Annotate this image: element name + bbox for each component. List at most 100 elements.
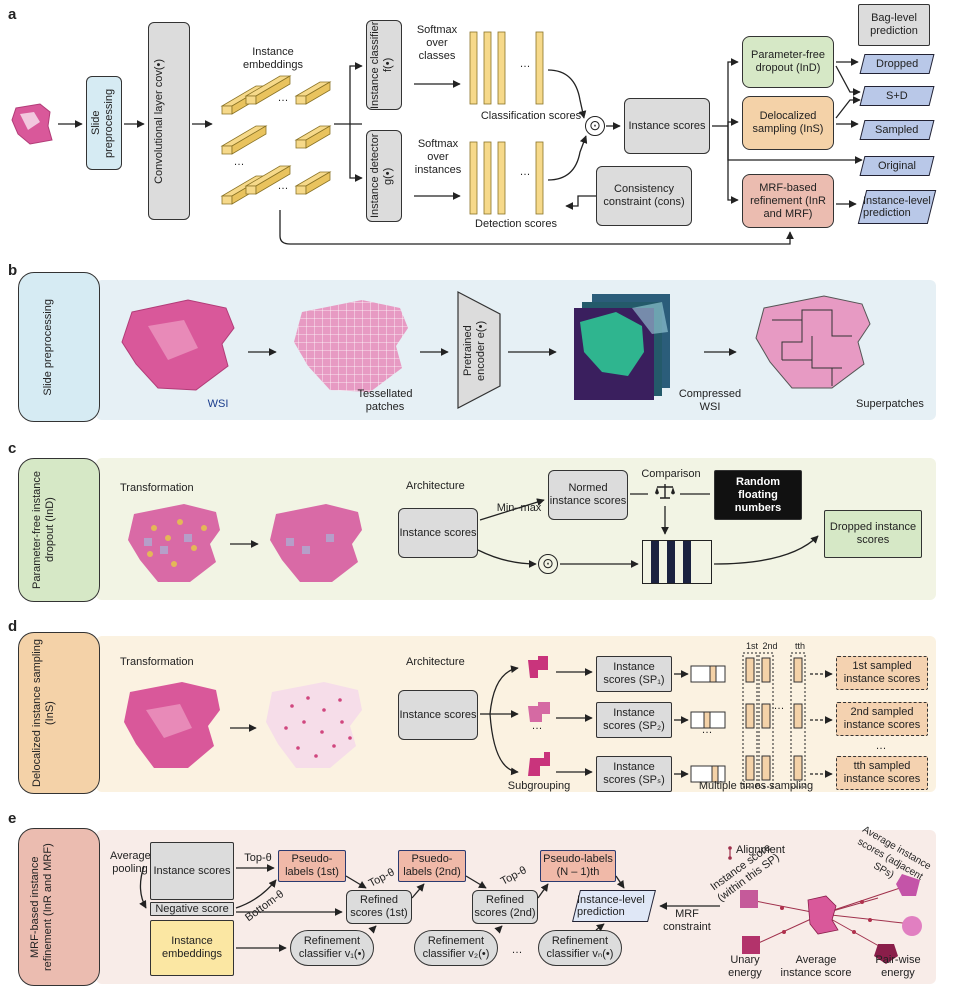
rs2-box: Refined scores (2nd) — [472, 890, 538, 924]
negative-score-box: Negative score — [150, 902, 234, 916]
instance-level-output: Instance-level prediction — [857, 190, 937, 224]
softmax-instances-label: Softmax over instances — [414, 138, 462, 176]
ellipsis-classification: … — [519, 58, 531, 70]
columns-ellipsis: … — [773, 700, 785, 712]
rc1-box: Refinement classifier v₁(•) — [290, 930, 374, 966]
sampler-bars — [690, 664, 726, 784]
sps-box: Instance scores (SPₛ) — [596, 756, 672, 792]
random-numbers-box: Random floating numbers — [714, 470, 802, 520]
first-label: 1st — [745, 641, 758, 651]
ellipsis-e: … — [511, 944, 523, 956]
outt-box: tth sampled instance scores — [836, 756, 928, 790]
comparison-label: Comparison — [641, 468, 701, 480]
mrf-constraint-label: MRF constraint — [663, 908, 711, 933]
avg-pooling-label: Average pooling — [110, 850, 151, 875]
ellipsis-detection: … — [519, 166, 531, 178]
rs1-box: Refined scores (1st) — [346, 890, 412, 924]
ins-before-image — [120, 676, 224, 776]
dropped-output: Dropped — [859, 54, 935, 74]
ellipsis-emb-3: … — [277, 180, 289, 192]
pl1-box: Pseudo-labels (1st) — [278, 850, 346, 882]
detection-score-bars — [469, 141, 544, 215]
sp1-box: Instance scores (SP₁) — [596, 656, 672, 692]
sp2-box: Instance scores (SP₂) — [596, 702, 672, 738]
instance-classifier-box: Instance classifier f(•) — [366, 20, 402, 110]
panel-label-e: e — [8, 810, 17, 827]
avg-score-label: Average instance score — [780, 954, 852, 979]
dropout-mask — [642, 540, 712, 584]
compressed-wsi-label: Compressed WSI — [678, 388, 742, 413]
classification-score-bars — [469, 31, 544, 105]
compressed-wsi-cube — [572, 292, 672, 404]
sd-output: S+D — [859, 86, 935, 106]
detection-scores-label: Detection scores — [475, 218, 557, 230]
encoder-label: Pretrained encoder e(•) — [462, 320, 487, 382]
sampled-output: Sampled — [859, 120, 935, 140]
wsi-image-b — [118, 292, 238, 398]
rcn-box: Refinement classifier vₙ(•) — [538, 930, 622, 966]
pl2-box: Psuedo-labels (2nd) — [398, 850, 466, 882]
superpatches-label: Superpatches — [856, 398, 924, 410]
mrf-box: MRF-based refinement (InR and MRF) — [742, 174, 834, 228]
encoder-trapezoid — [456, 290, 502, 410]
tth-label: tth — [794, 641, 805, 651]
ind-box: Parameter-free dropout (InD) — [742, 36, 834, 88]
second-label: 2nd — [762, 641, 778, 651]
subgroup-ellipsis: … — [531, 720, 543, 732]
hadamard-product: ⊙ — [585, 116, 605, 136]
normed-scores-box: Normed instance scores — [548, 470, 628, 520]
panel-d-side-label: Delocalized instance sampling (InS) — [18, 632, 100, 794]
bag-level-prediction-box: Bag-level prediction — [858, 4, 930, 46]
pln-box: Pseudo-labels (N – 1)th — [540, 850, 616, 882]
ind-after-image — [266, 498, 366, 588]
inst-pred-box-e: Instance-level prediction — [572, 890, 656, 922]
minmax-label: Min–max — [496, 502, 542, 514]
architecture-label-d: Architecture — [406, 656, 465, 668]
original-output: Original — [859, 156, 935, 176]
mrf-graph — [722, 840, 934, 980]
wsi-thumbnail-a — [10, 100, 54, 146]
instance-scores-box-e: Instance scores — [150, 842, 234, 900]
subgrouping-label: Subgrouping — [507, 780, 571, 792]
instance-detector-box: Instance detector g(•) — [366, 130, 402, 222]
multiple-sampling-label: Multiple times sampling — [698, 780, 814, 792]
ind-before-image — [124, 498, 224, 588]
slide-preprocessing-box: Slide preprocessing — [86, 76, 122, 170]
embeddings-box-e: Instance embeddings — [150, 920, 234, 976]
panel-label-c: c — [8, 440, 17, 457]
tessellated-image — [290, 294, 414, 398]
softmax-classes-label: Softmax over classes — [416, 24, 458, 62]
ins-box: Delocalized sampling (InS) — [742, 96, 834, 150]
transformation-label-c: Transformation — [120, 482, 194, 494]
out2-box: 2nd sampled instance scores — [836, 702, 928, 736]
unary-energy-label: Unary energy — [728, 954, 762, 979]
panel-e-side-label: MRF-based instance refinement (InR and M… — [18, 828, 100, 986]
top-theta-1: Top-θ — [244, 852, 272, 864]
instance-embeddings-label: Instance embeddings — [243, 46, 303, 71]
wsi-label: WSI — [207, 398, 229, 410]
sampler-ellipsis: … — [701, 724, 713, 736]
instance-scores-box-a: Instance scores — [624, 98, 710, 154]
out1-box: 1st sampled instance scores — [836, 656, 928, 690]
ellipsis-emb-1: … — [277, 92, 289, 104]
architecture-label-c: Architecture — [406, 480, 465, 492]
ins-after-image — [262, 676, 366, 776]
classification-scores-label: Classification scores — [480, 110, 582, 122]
panel-c-side-label: Parameter-free instance dropout (InD) — [18, 458, 100, 602]
rc2-box: Refinement classifier v₂(•) — [414, 930, 498, 966]
scale-icon — [654, 482, 676, 502]
sampling-columns — [742, 652, 808, 788]
superpatches-image — [752, 290, 876, 398]
ellipsis-emb-2: … — [233, 156, 245, 168]
instance-scores-box-c: Instance scores — [398, 508, 478, 558]
tessellated-label: Tessellated patches — [357, 388, 413, 413]
alignment-label: Alignment — [736, 844, 785, 856]
consistency-constraint-box: Consistency constraint (cons) — [596, 166, 692, 226]
panel-label-b: b — [8, 262, 18, 279]
panel-label-d: d — [8, 618, 18, 635]
conv-layer-box: Convolutional layer cov(•) — [148, 22, 190, 220]
hadamard-c: ⊙ — [538, 554, 558, 574]
transformation-label-d: Transformation — [120, 656, 194, 668]
pairwise-energy-label: Pair-wise energy — [875, 954, 921, 979]
panel-label-a: a — [8, 6, 17, 23]
